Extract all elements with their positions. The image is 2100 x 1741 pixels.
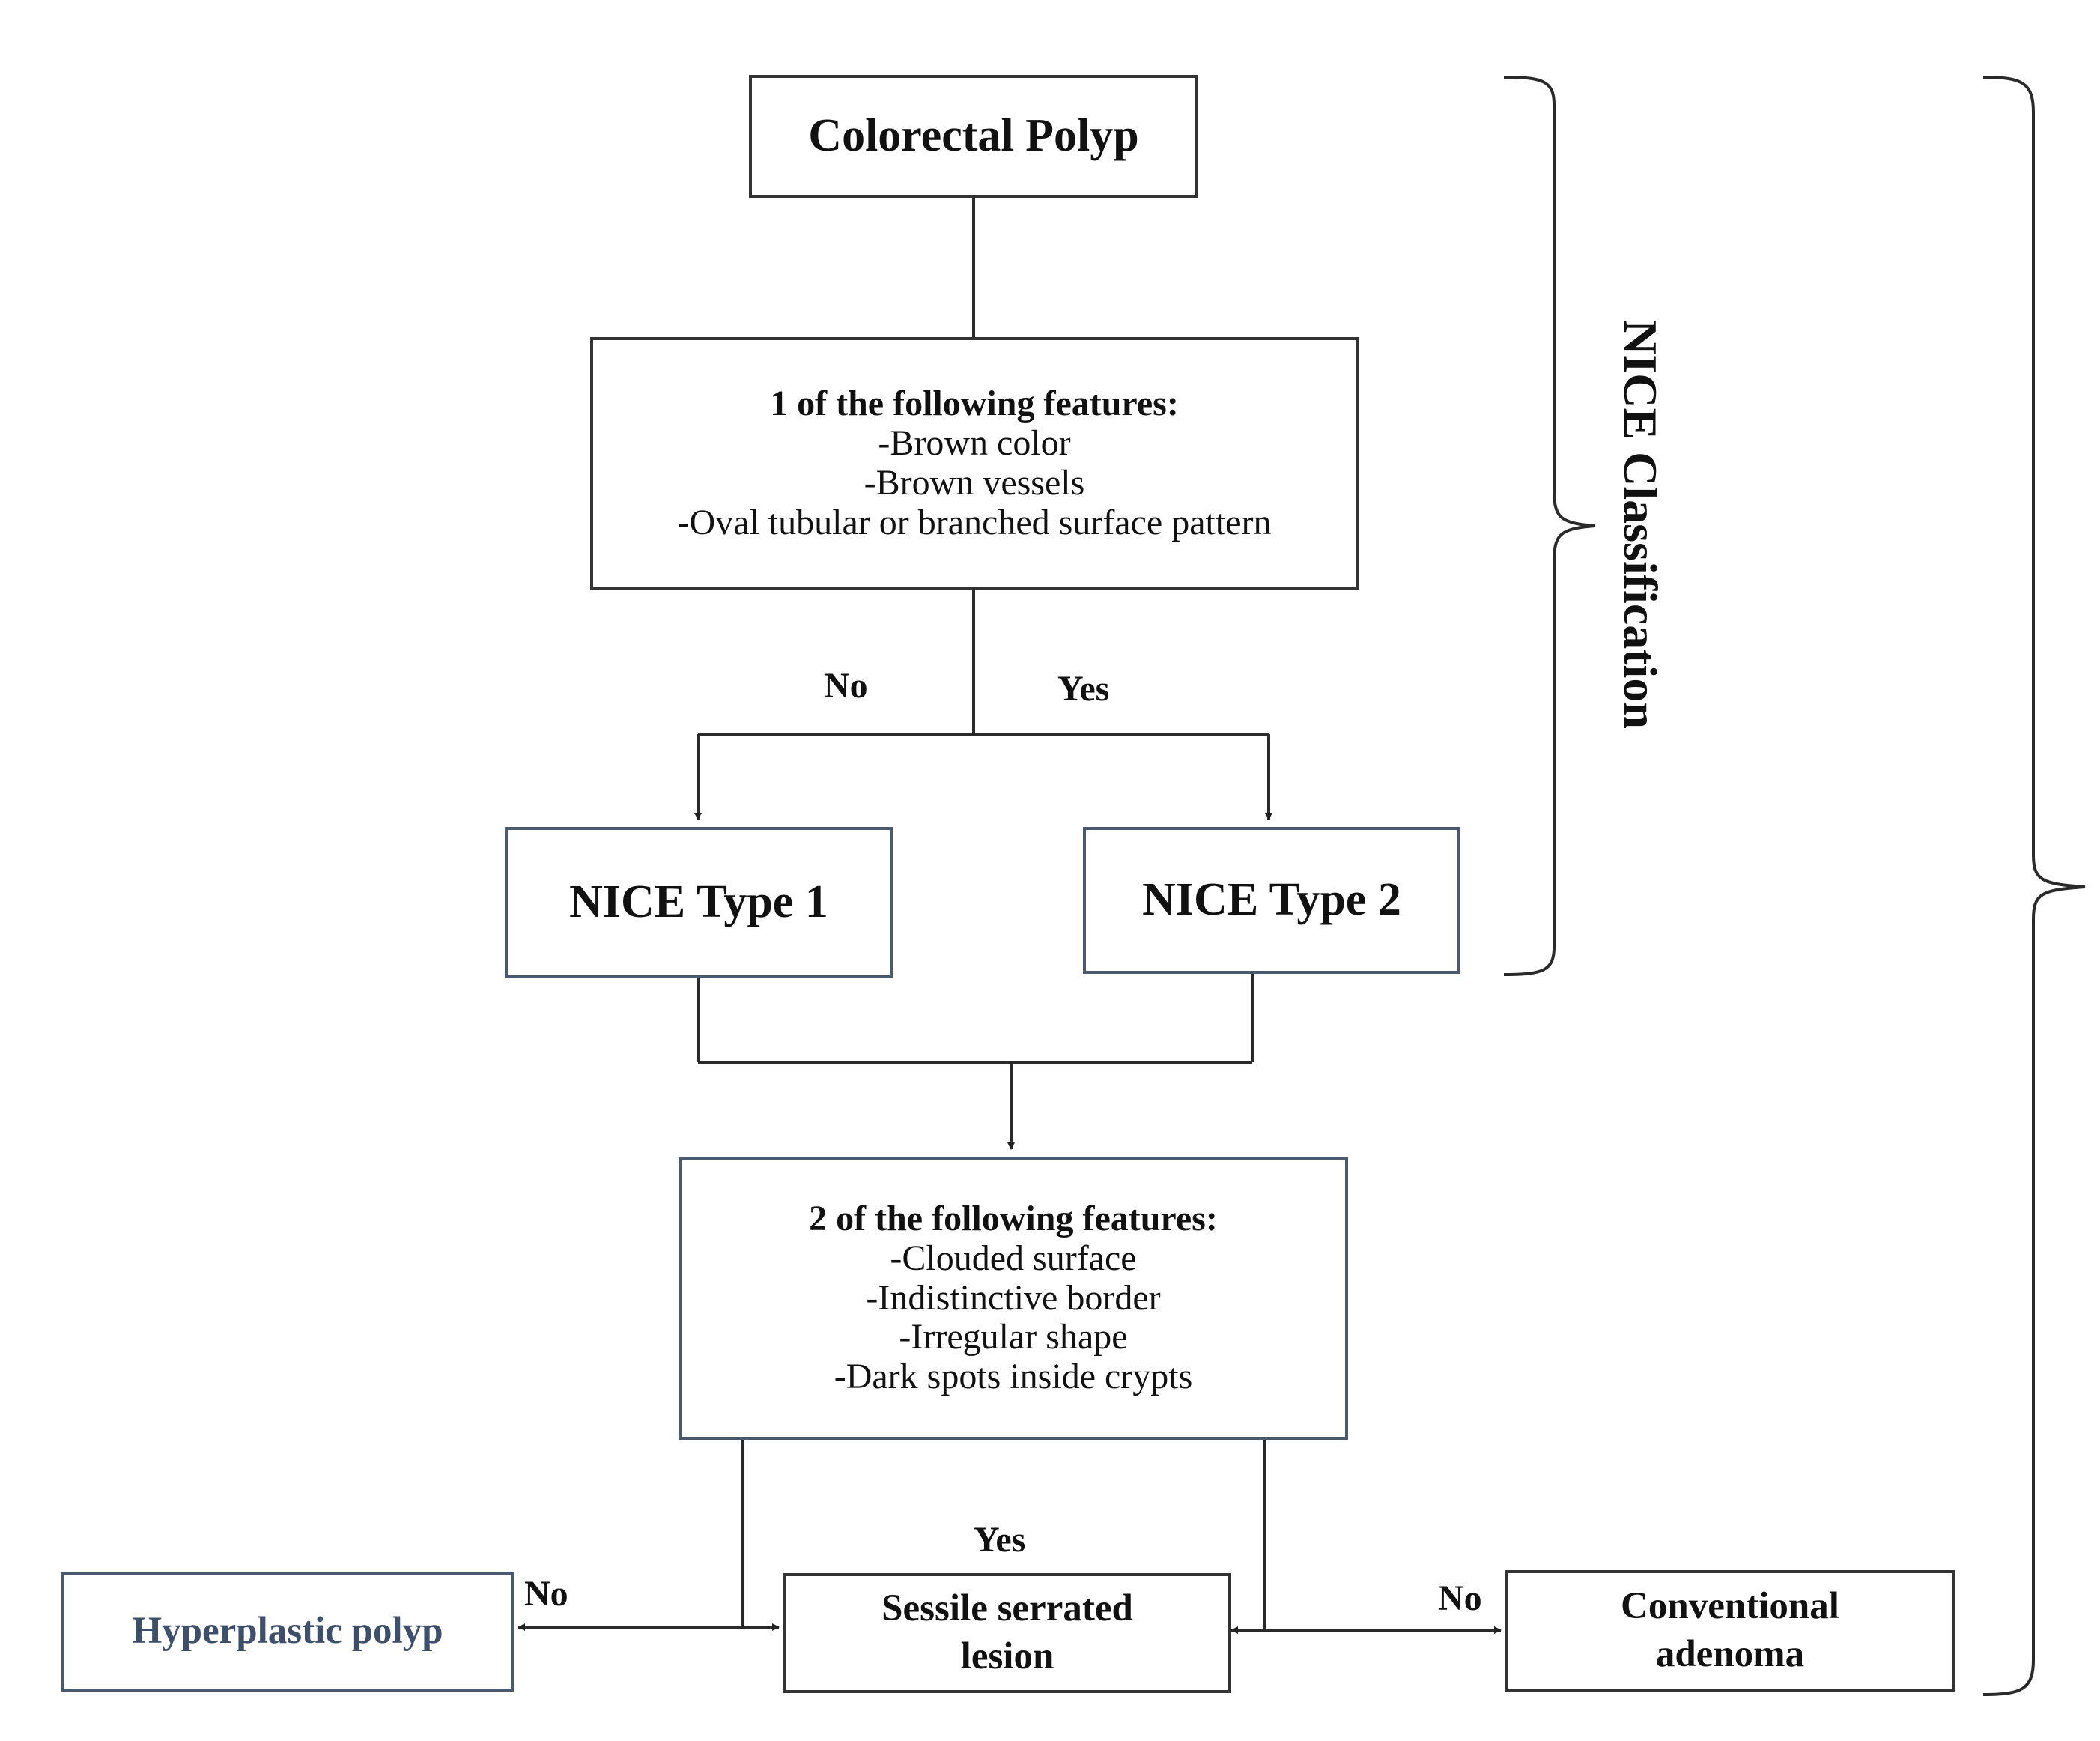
nice-classification-label: NICE Classification <box>1614 320 1667 729</box>
nice-criteria-box: 1 of the following features: -Brown colo… <box>590 337 1359 590</box>
serrated-criteria-heading: 2 of the following features: <box>809 1199 1218 1238</box>
edge-label-no: No <box>824 666 868 706</box>
nice-type2-box: NICE Type 2 <box>1083 827 1460 974</box>
nice-criteria-item: -Brown vessels <box>864 463 1085 503</box>
full-algorithm-brace <box>1982 76 2086 1696</box>
nice-criteria-heading: 1 of the following features: <box>770 384 1179 424</box>
colorectal-polyp-title: Colorectal Polyp <box>808 110 1139 162</box>
hyperplastic-polyp-title: Hyperplastic polyp <box>132 1610 443 1653</box>
serrated-criteria-item: -Irregular shape <box>899 1317 1128 1357</box>
conventional-adenoma-box: Conventional adenoma <box>1505 1570 1955 1692</box>
serrated-criteria-item: -Dark spots inside crypts <box>834 1357 1193 1397</box>
nice-type1-box: NICE Type 1 <box>505 827 893 978</box>
sessile-serrated-title-line1: Sessile serrated <box>881 1587 1133 1630</box>
hyperplastic-polyp-box: Hyperplastic polyp <box>61 1572 514 1692</box>
serrated-criteria-item: -Indistinctive border <box>866 1277 1161 1318</box>
serrated-criteria-box: 2 of the following features: -Clouded su… <box>679 1157 1348 1440</box>
conventional-adenoma-title-line1: Conventional <box>1621 1585 1839 1628</box>
edge-label-no: No <box>1438 1578 1482 1618</box>
nice-type2-title: NICE Type 2 <box>1142 874 1401 926</box>
nice-criteria-item: -Brown color <box>878 423 1071 464</box>
colorectal-polyp-box: Colorectal Polyp <box>749 75 1198 198</box>
sessile-serrated-box: Sessile serrated lesion <box>783 1573 1231 1693</box>
serrated-criteria-item: -Clouded surface <box>890 1238 1137 1278</box>
nice-type1-title: NICE Type 1 <box>569 876 828 928</box>
edge-label-yes: Yes <box>1057 669 1110 709</box>
nice-classification-brace <box>1503 76 1596 976</box>
edge-label-no: No <box>524 1574 568 1614</box>
edge-label-yes: Yes <box>974 1520 1026 1560</box>
sessile-serrated-title-line2: lesion <box>960 1635 1054 1677</box>
conventional-adenoma-title-line2: adenoma <box>1655 1633 1805 1675</box>
nice-criteria-item: -Oval tubular or branched surface patter… <box>677 502 1272 542</box>
